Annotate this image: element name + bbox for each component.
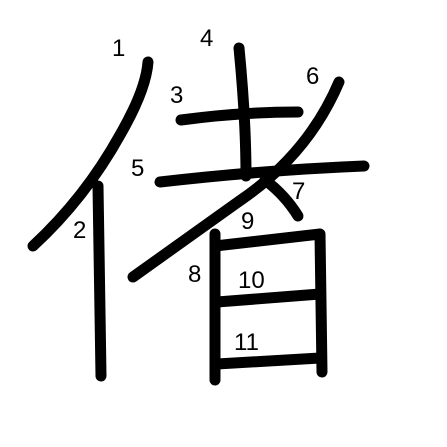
stroke-number-9: 9: [241, 208, 254, 235]
stroke-number-6: 6: [306, 63, 319, 90]
stroke-number-11: 11: [234, 329, 259, 356]
stroke-2: [92, 180, 107, 382]
stroke-number-5: 5: [131, 155, 144, 182]
stroke-7: [259, 174, 304, 222]
stroke-9: [209, 228, 328, 378]
stroke-4: [233, 42, 252, 182]
stroke-5: [154, 160, 370, 188]
stroke-number-7: 7: [292, 178, 305, 205]
stroke-number-8: 8: [188, 261, 201, 288]
stroke-number-4: 4: [200, 25, 213, 52]
stroke-number-1: 1: [112, 35, 125, 62]
stroke-1: [27, 56, 154, 252]
stroke-number-3: 3: [170, 82, 183, 109]
stroke-6: [127, 76, 345, 283]
stroke-10: [211, 288, 326, 308]
stroke-number-10: 10: [238, 267, 265, 294]
stroke-number-2: 2: [73, 217, 86, 244]
stroke-11: [211, 352, 326, 370]
